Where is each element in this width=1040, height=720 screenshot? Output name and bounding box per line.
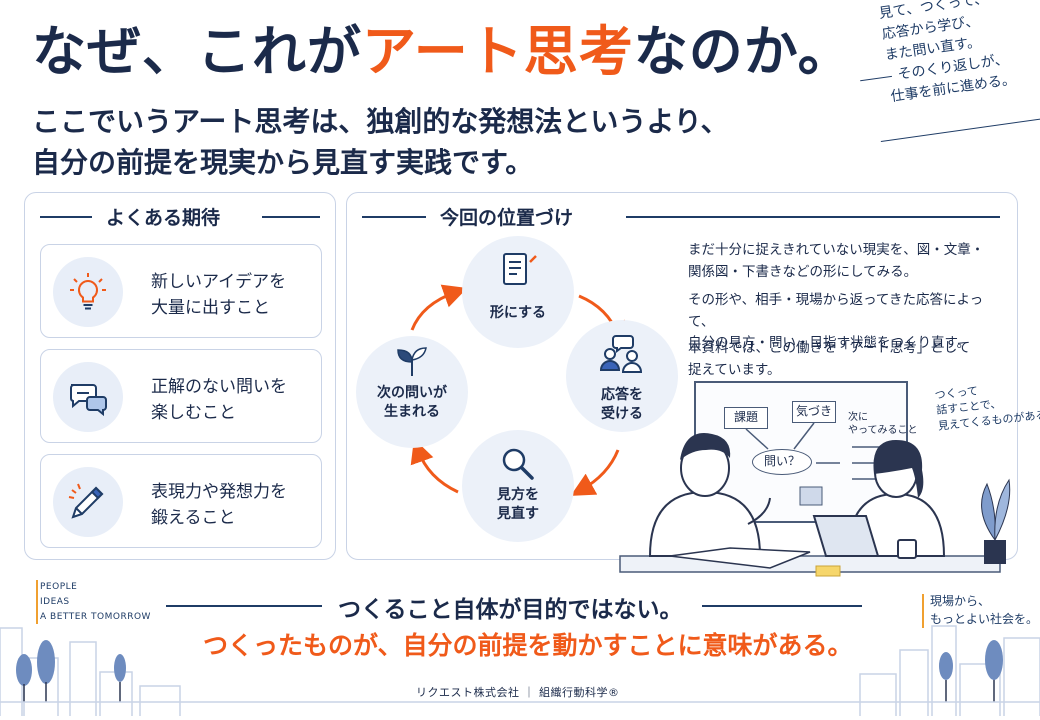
genba-caption: 現場から、 もっとよい社会を。 <box>930 592 1038 628</box>
explanation-line-1: 本資料では、この働きを「アート思考」として <box>688 340 971 356</box>
bottom-line-left <box>166 605 322 607</box>
cycle-node-response: 応答を 受ける <box>566 320 678 432</box>
explanation-line-2: 自分の見方・問い・目指す状態をつくり直す。 <box>688 335 971 352</box>
lightbulb-icon <box>53 257 123 327</box>
cycle-node-label: 形にする <box>462 304 574 323</box>
people-caption-line-2: IDEAS <box>40 596 70 607</box>
positioning-heading: 今回の位置づけ <box>440 207 574 229</box>
people-ideas-caption: PEOPLE IDEAS A BETTER TOMORROW <box>40 580 151 625</box>
notebook <box>669 547 811 569</box>
people-illustration <box>619 433 1011 577</box>
expectation-line-1: 正解のない問いを <box>151 377 287 397</box>
expectation-card-text: 表現力や発想力を 鍛えること <box>151 479 287 532</box>
corner-note-underline <box>880 117 1040 142</box>
cycle-label-line-2: 受ける <box>601 405 643 422</box>
cycle-label-line-2: 生まれる <box>384 403 440 420</box>
subtitle-line-2: 自分の前提を現実から見直す実践です。 <box>32 145 534 179</box>
footer-company: リクエスト株式会社 ｜ 組織行動科学® <box>416 686 620 699</box>
cycle-node-label: 見方を 見直す <box>462 486 574 524</box>
cycle-label-line-2: 見直す <box>497 505 539 522</box>
speech-bubbles-icon <box>53 362 123 432</box>
corner-note-dash <box>860 75 892 81</box>
cycle-label-line-1: 見方を <box>497 487 539 503</box>
corner-note: 見て、つくって、 応答から学び、 また問い直す。 そのくり返しが、 仕事を前に進… <box>850 0 1040 157</box>
arrow-to-review <box>570 449 620 496</box>
people-caption-line-3: A BETTER TOMORROW <box>40 611 151 622</box>
cycle-node-label: 応答を 受ける <box>566 386 678 424</box>
cycle-node-label: 次の問いが 生まれる <box>356 384 468 422</box>
cycle-label-line-1: 応答を <box>601 387 643 403</box>
title-accent: アート思考 <box>362 20 634 83</box>
document-icon <box>503 253 537 285</box>
board-next-line-2: やってみること <box>848 425 918 436</box>
expectations-heading: よくある期待 <box>106 207 221 229</box>
board-next: 次に やってみること <box>848 411 918 437</box>
man-figure <box>648 433 771 557</box>
cycle-label-line-1: 形にする <box>489 305 547 321</box>
board-note-insight: 気づき <box>792 401 836 423</box>
genba-line-1: 現場から、 <box>930 594 991 608</box>
mug <box>897 539 917 559</box>
city-skyline <box>0 625 1040 716</box>
page-title: なぜ、これがアート思考なのか。 <box>32 20 853 85</box>
expectation-line-1: 新しいアイデアを <box>151 272 287 292</box>
pencil-icon <box>53 467 123 537</box>
expectation-line-1: 表現力や発想力を <box>151 482 287 502</box>
explanation-line-2: 関係図・下書きなどの形にしてみる。 <box>688 263 918 280</box>
expectation-line-2: 大量に出すこと <box>151 298 270 319</box>
board-lines <box>745 422 886 506</box>
expectation-card-text: 新しいアイデアを 大量に出すこと <box>151 269 286 322</box>
genba-line-2: もっとよい社会を。 <box>930 612 1039 626</box>
expectation-card-expression: 表現力や発想力を 鍛えること <box>40 454 322 548</box>
trees-right <box>114 640 1003 682</box>
arrow-to-shape <box>410 284 468 331</box>
expectations-head-line-left <box>40 216 92 218</box>
positioning-head-line-left <box>362 216 426 218</box>
explanation-paragraph-2: その形や、相手・現場から返ってきた応答によって、 自分の見方・問い・目指す状態を… <box>688 290 1008 355</box>
people-caption-line-1: PEOPLE <box>40 582 78 592</box>
desk <box>619 555 1001 573</box>
explanation-line-2: 捉えています。 <box>688 361 781 378</box>
expectation-card-text: 正解のない問いを 楽しむこと <box>151 374 287 427</box>
magnifier-icon <box>502 448 534 480</box>
expectation-line-2: 楽しむこと <box>151 403 236 424</box>
bottom-message-2: つくったものが、自分の前提を動かすことに意味がある。 <box>203 631 853 660</box>
expectation-line-2: 鍛えること <box>151 508 236 529</box>
title-pre: なぜ、これが <box>32 20 362 83</box>
board-note-question: 問い？ <box>752 449 812 475</box>
explanation-line-1: その形や、相手・現場から返ってきた応答によって、 <box>688 292 984 330</box>
cycle-node-question: 次の問いが 生まれる <box>356 336 468 448</box>
people-talking-icon <box>599 335 643 373</box>
sticky-note <box>815 565 841 577</box>
trees-left <box>16 640 55 686</box>
expectation-card-ideas: 新しいアイデアを 大量に出すこと <box>40 244 322 338</box>
plant <box>981 478 1011 564</box>
cycle-node-shape: 形にする <box>462 236 574 348</box>
expectation-card-questions: 正解のない問いを 楽しむこと <box>40 349 322 443</box>
page-subtitle: ここでいうアート思考は、独創的な発想法というより、 自分の前提を現実から見直す実… <box>32 102 729 183</box>
cycle-label-line-1: 次の問いが <box>377 385 447 401</box>
expectations-head-line-right <box>262 216 320 218</box>
board-note-issue: 課題 <box>724 407 768 429</box>
sprout-icon <box>397 347 427 376</box>
title-post: なのか。 <box>633 20 853 83</box>
people-caption-bar <box>36 580 38 624</box>
genba-bar <box>922 594 924 628</box>
explanation-paragraph-3: 本資料では、この働きを「アート思考」として 捉えています。 <box>688 338 1008 381</box>
board-next-line-1: 次に <box>848 412 868 423</box>
bottom-line-right <box>702 605 862 607</box>
explanation-paragraph-1: まだ十分に捉えきれていない現実を、図・文章・ 関係図・下書きなどの形にしてみる。 <box>688 240 1008 283</box>
arrow-to-question <box>410 438 459 494</box>
cycle-node-review: 見方を 見直す <box>462 430 574 542</box>
positioning-head-line-right <box>626 216 1000 218</box>
laptop <box>812 515 880 557</box>
explanation-line-1: まだ十分に捉えきれていない現実を、図・文章・ <box>688 242 985 258</box>
subtitle-line-1: ここでいうアート思考は、独創的な発想法というより、 <box>32 105 729 138</box>
bottom-message-1: つくること自体が目的ではない。 <box>338 597 683 623</box>
